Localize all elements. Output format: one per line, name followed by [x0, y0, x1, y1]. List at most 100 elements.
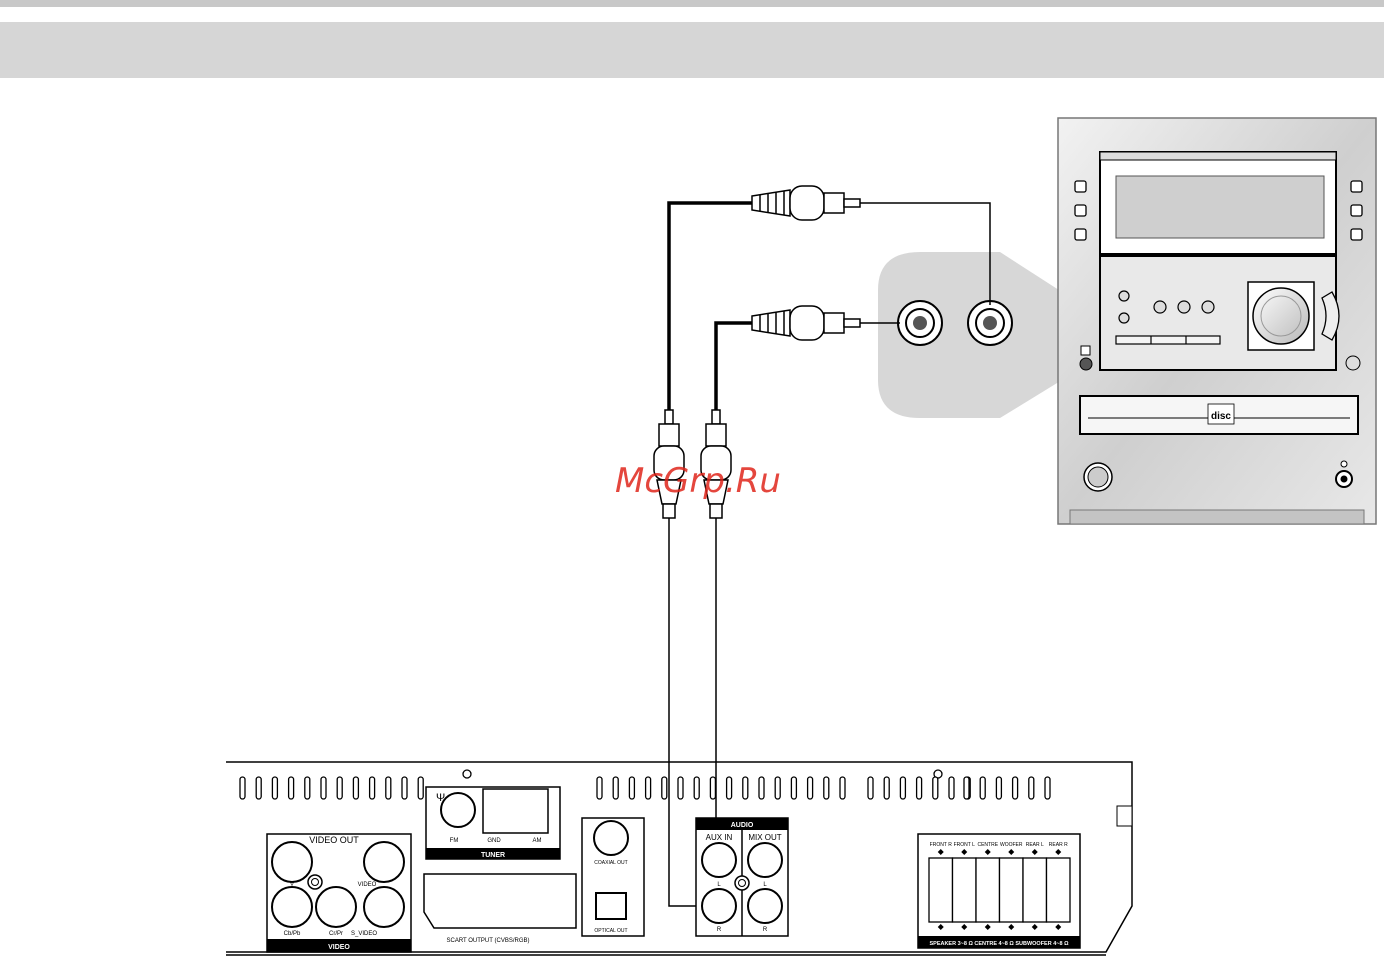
- vent-slot: [662, 777, 667, 799]
- vent-slot: [824, 777, 829, 799]
- power-button[interactable]: [1084, 463, 1112, 491]
- speaker-label: WOOFER: [1000, 842, 1023, 848]
- audio-ground-icon: [735, 876, 749, 890]
- stereo-input-jack-right[interactable]: [968, 301, 1012, 345]
- cr-pr-jack[interactable]: [316, 887, 356, 927]
- cr-pr-label: Cr/Pr: [329, 931, 343, 937]
- video-out-block: VIDEO OUT Y VIDEO Cb/Pb Cr/Pr S_VIDEO VI…: [267, 834, 411, 952]
- mix-out-label: MIX OUT: [748, 833, 781, 842]
- aux-r-label: R: [717, 927, 722, 933]
- speaker-label: REAR L: [1026, 842, 1044, 848]
- vent-slot: [240, 777, 245, 799]
- video-composite-jack[interactable]: [364, 887, 404, 927]
- watermark-text: McGrp.Ru: [615, 461, 781, 501]
- rca-plug-bottom: [752, 306, 860, 340]
- rca-plug-top: [752, 186, 860, 220]
- scart-connector[interactable]: [424, 874, 576, 928]
- aux-in-r-jack[interactable]: [702, 889, 736, 923]
- disc-logo-icon: disc: [1211, 411, 1231, 422]
- speaker-terminal[interactable]: [1047, 858, 1071, 922]
- coaxial-label: COAXIAL OUT: [594, 860, 627, 866]
- optical-out-port[interactable]: [596, 893, 626, 919]
- vent-slot: [868, 777, 873, 799]
- stereo-system: disc: [1058, 118, 1376, 524]
- video-ground-icon: [308, 875, 322, 889]
- speaker-terminal[interactable]: [953, 858, 977, 922]
- mix-r-label: R: [763, 927, 768, 933]
- vent-slot: [1029, 777, 1034, 799]
- speaker-terminal[interactable]: [1023, 858, 1047, 922]
- mix-out-r-jack[interactable]: [748, 889, 782, 923]
- scart-block: SCART OUTPUT (CVBS/RGB): [424, 874, 576, 944]
- eject-button[interactable]: [1346, 356, 1360, 370]
- vent-slot: [646, 777, 651, 799]
- vent-slot: [964, 777, 969, 799]
- gnd-label: GND: [487, 838, 501, 844]
- vent-slot: [629, 777, 634, 799]
- vent-slot: [694, 777, 699, 799]
- vent-slot: [949, 777, 954, 799]
- audio-label: AUDIO: [731, 822, 754, 829]
- stereo-right-buttons[interactable]: [1351, 181, 1362, 240]
- vent-slot: [808, 777, 813, 799]
- vent-slot: [727, 777, 732, 799]
- y-label: Y: [290, 883, 294, 889]
- stereo-left-buttons[interactable]: [1075, 181, 1086, 240]
- speaker-terminal[interactable]: [1000, 858, 1024, 922]
- vent-slot: [353, 777, 358, 799]
- y-jack[interactable]: [272, 842, 312, 882]
- fm-antenna-jack[interactable]: [441, 793, 475, 827]
- speaker-block: FRONT RFRONT LCENTREWOOFERREAR L REAR R S…: [918, 834, 1080, 948]
- vent-slot: [791, 777, 796, 799]
- am-antenna-terminal[interactable]: [483, 789, 548, 833]
- vent-slot: [840, 777, 845, 799]
- speaker-footer-label: SPEAKER 3~8 Ω CENTRE 4~8 Ω SUBWOOFER 4~8…: [929, 941, 1069, 947]
- coaxial-out-jack[interactable]: [594, 821, 628, 855]
- speaker-label: CENTRE: [977, 842, 998, 848]
- volume-knob-icon[interactable]: [1248, 282, 1314, 350]
- speaker-terminal[interactable]: [976, 858, 1000, 922]
- am-label: AM: [533, 838, 542, 844]
- speaker-label: FRONT L: [954, 842, 976, 848]
- speaker-label: FRONT R: [930, 842, 953, 848]
- vent-slot: [775, 777, 780, 799]
- video-out-label: VIDEO OUT: [309, 835, 359, 845]
- speaker-terminals[interactable]: [929, 849, 1070, 930]
- vent-slot: [597, 777, 602, 799]
- vent-slot: [917, 777, 922, 799]
- vent-slot: [710, 777, 715, 799]
- vent-slot: [743, 777, 748, 799]
- cb-pb-jack[interactable]: [272, 887, 312, 927]
- cd-tray[interactable]: disc: [1080, 396, 1358, 434]
- speaker-terminal[interactable]: [929, 858, 953, 922]
- vent-slot: [900, 777, 905, 799]
- audio-block: AUDIO AUX IN MIX OUT L L R R: [696, 818, 788, 936]
- scart-label: SCART OUTPUT (CVBS/RGB): [446, 938, 529, 944]
- vent-slot: [337, 777, 342, 799]
- vent-slot: [933, 777, 938, 799]
- speaker-label: REAR R: [1049, 842, 1068, 848]
- back-panel: VIDEO OUT Y VIDEO Cb/Pb Cr/Pr S_VIDEO VI…: [226, 762, 1132, 955]
- video-jack[interactable]: [364, 842, 404, 882]
- aux-in-l-jack[interactable]: [702, 843, 736, 877]
- vent-slot: [1045, 777, 1050, 799]
- vent-slot: [272, 777, 277, 799]
- aux-in-label: AUX IN: [706, 833, 733, 842]
- s-video-label: S_VIDEO: [351, 931, 377, 937]
- vent-slot: [386, 777, 391, 799]
- vent-slot: [256, 777, 261, 799]
- vent-slot: [884, 777, 889, 799]
- optical-label: OPTICAL OUT: [594, 928, 627, 934]
- vent-slot: [305, 777, 310, 799]
- mix-out-l-jack[interactable]: [748, 843, 782, 877]
- vent-slot: [996, 777, 1001, 799]
- vent-slot: [418, 777, 423, 799]
- vent-slot: [289, 777, 294, 799]
- tuner-block: Ψ FM GND AM TUNER: [426, 787, 560, 859]
- vent-slot: [613, 777, 618, 799]
- digital-out-block: COAXIAL OUT OPTICAL OUT: [582, 818, 644, 936]
- headphone-jack-icon[interactable]: [1081, 346, 1090, 355]
- fm-label: FM: [450, 838, 459, 844]
- stereo-input-jack-left[interactable]: [898, 301, 942, 345]
